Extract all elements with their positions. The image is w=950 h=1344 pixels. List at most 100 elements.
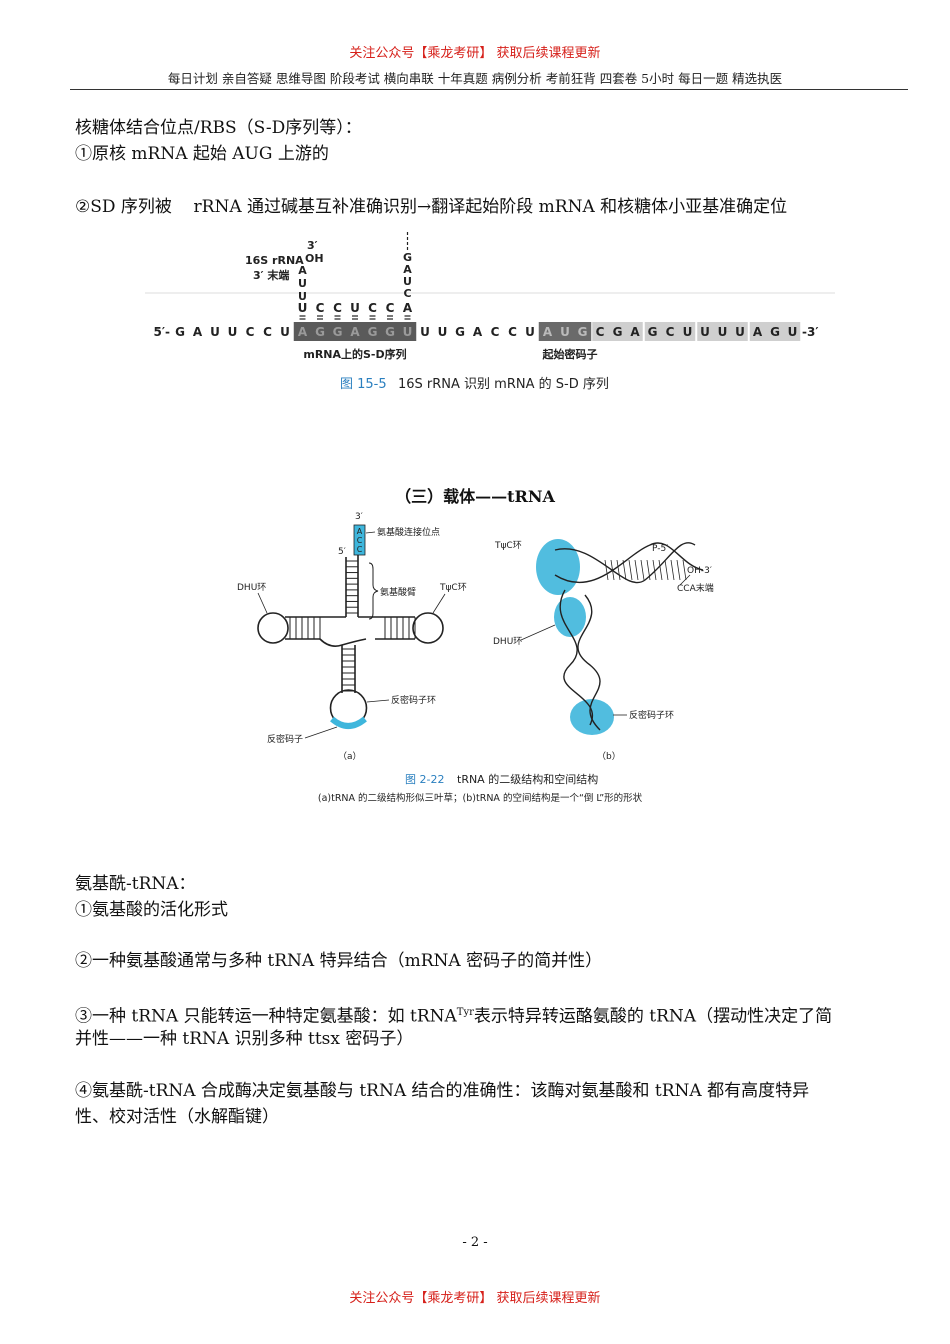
pointer — [520, 624, 556, 641]
acceptor-helix — [554, 542, 704, 583]
sd-base: U — [403, 325, 413, 339]
item-3-post: 表示特异转运酪氨酸的 tRNA（摆动性决定了简 — [473, 1006, 833, 1027]
label-5-prime: 5′ — [338, 547, 346, 557]
helix-rung — [658, 559, 663, 581]
helix-rung — [628, 559, 633, 581]
caption-text: tRNA 的二级结构和空间结构 — [457, 772, 598, 786]
variable-loop — [319, 638, 367, 647]
cca-end-box — [353, 524, 366, 556]
mrna-base: G — [175, 325, 185, 339]
codon-base: G — [648, 325, 658, 339]
rrna-paired-base: C — [333, 301, 342, 315]
rrna-tail-base: A — [403, 263, 412, 276]
rrna-paired-base: A — [403, 301, 413, 315]
sd-base: G — [368, 325, 378, 339]
rrna-paired-base: U — [350, 301, 360, 315]
mrna-base: A — [473, 325, 483, 339]
pointer — [304, 726, 338, 739]
caption-number: 图 15-5 — [340, 377, 387, 392]
mrna-base: U — [420, 325, 430, 339]
section-title: （三）载体——tRNA — [395, 487, 555, 506]
acceptor-brace — [368, 562, 379, 620]
label-3-prime: 3′ — [307, 239, 318, 252]
helix-rung — [664, 559, 669, 581]
mrna-base: A — [193, 325, 203, 339]
label-oh: OH — [305, 252, 324, 265]
mrna-base: C — [263, 325, 272, 339]
caption-number: 图 2-22 — [405, 773, 444, 786]
codon-base: A — [753, 325, 763, 339]
domain-highlight — [554, 597, 586, 637]
mrna-base: U — [228, 325, 238, 339]
rrna-paired-base: C — [386, 301, 395, 315]
aminoacyl-item-4: ④氨基酰-tRNA 合成酶决定氨基酸与 tRNA 结合的准确性：该酶对氨基酸和 … — [75, 1081, 810, 1101]
label-dhu: DHU环 — [237, 582, 266, 593]
label-16s-rrna: 16S rRNA — [245, 254, 304, 267]
codon-base: G — [770, 325, 780, 339]
codon-base: U — [683, 325, 693, 339]
label-b-dhu: DHU环 — [493, 636, 522, 647]
start-codon-box — [538, 322, 592, 341]
mrna-base: C — [491, 325, 500, 339]
helix-rung — [646, 559, 651, 581]
mrna-base: C — [508, 325, 517, 339]
codon-base: U — [700, 325, 710, 339]
pointer — [679, 574, 691, 586]
helix-rung — [682, 559, 687, 581]
rrna-vertical-base: A — [298, 264, 307, 277]
helix-rung — [622, 559, 627, 581]
mrna-base: U — [438, 325, 448, 339]
codon-base: G — [613, 325, 623, 339]
rbs-item-2: ②SD 序列被 rRNA 通过碱基互补准确识别→翻译起始阶段 mRNA 和核糖体… — [75, 197, 788, 217]
helix-rung — [676, 559, 681, 581]
codon-base: C — [596, 325, 605, 339]
cca-base: C — [357, 536, 363, 545]
item-3-pre: ③一种 tRNA 只能转运一种特定氨基酸：如 tRNA — [75, 1006, 457, 1027]
trna-tyr-superscript: Tyr — [456, 1007, 474, 1018]
rrna-vertical-base: U — [298, 277, 307, 290]
sub-caption: (a)tRNA 的二级结构形似三叶草；(b)tRNA 的空间结构是一个“倒 L”… — [318, 792, 643, 804]
label-a: （a） — [338, 751, 362, 762]
label-3-end: 3′ 末端 — [253, 268, 289, 282]
helix-rung — [634, 559, 639, 581]
pointer — [365, 531, 376, 534]
mrna-base: U — [280, 325, 290, 339]
label-tpsic: TψC环 — [439, 582, 467, 593]
mrna-base: U — [525, 325, 535, 339]
anticodon-helix — [577, 594, 601, 731]
codon-base: U — [718, 325, 728, 339]
page-number: - 2 - — [462, 1235, 488, 1250]
pointer — [366, 699, 390, 703]
rrna-tail-base: G — [403, 251, 412, 264]
label-3-prime: 3′ — [355, 512, 363, 522]
mrna-base: C — [246, 325, 255, 339]
codon-base: U — [788, 325, 798, 339]
label-b-anticodon-loop: 反密码子环 — [629, 709, 674, 721]
codon-base: C — [666, 325, 675, 339]
rrna-tail-base: U — [403, 275, 412, 288]
header-menu: 每日计划 亲自答疑 思维导图 阶段考试 横向串联 十年真题 病例分析 考前狂背 … — [167, 71, 783, 86]
label-anticodon-loop: 反密码子环 — [391, 694, 436, 706]
codon-box — [697, 322, 748, 341]
pointer — [257, 592, 268, 614]
label-sd-sequence: mRNA上的S-D序列 — [303, 347, 406, 361]
cca-base: C — [357, 545, 363, 554]
tpsic-loop — [412, 612, 444, 644]
sd-base: G — [333, 325, 343, 339]
header-divider — [70, 89, 908, 90]
aminoacyl-heading: 氨基酰-tRNA： — [75, 874, 196, 894]
helix-rung — [604, 559, 609, 581]
sd-base: G — [385, 325, 395, 339]
start-codon-base: G — [578, 325, 588, 339]
aminoacyl-item-1: ①氨基酸的活化形式 — [75, 900, 228, 920]
helix-rung — [616, 559, 621, 581]
label-b: （b） — [597, 751, 621, 762]
header-promo: 关注公众号【乘龙考研】 获取后续课程更新 — [349, 46, 601, 61]
rrna-paired-base: U — [298, 301, 308, 315]
rrna-paired-base: C — [368, 301, 377, 315]
rbs-item-1: ①原核 mRNA 起始 AUG 上游的 — [75, 144, 329, 164]
label-acceptor-arm: 氨基酸臂 — [380, 586, 416, 598]
sd-base: A — [298, 325, 308, 339]
label-b-cca: CCA末端 — [677, 582, 714, 594]
